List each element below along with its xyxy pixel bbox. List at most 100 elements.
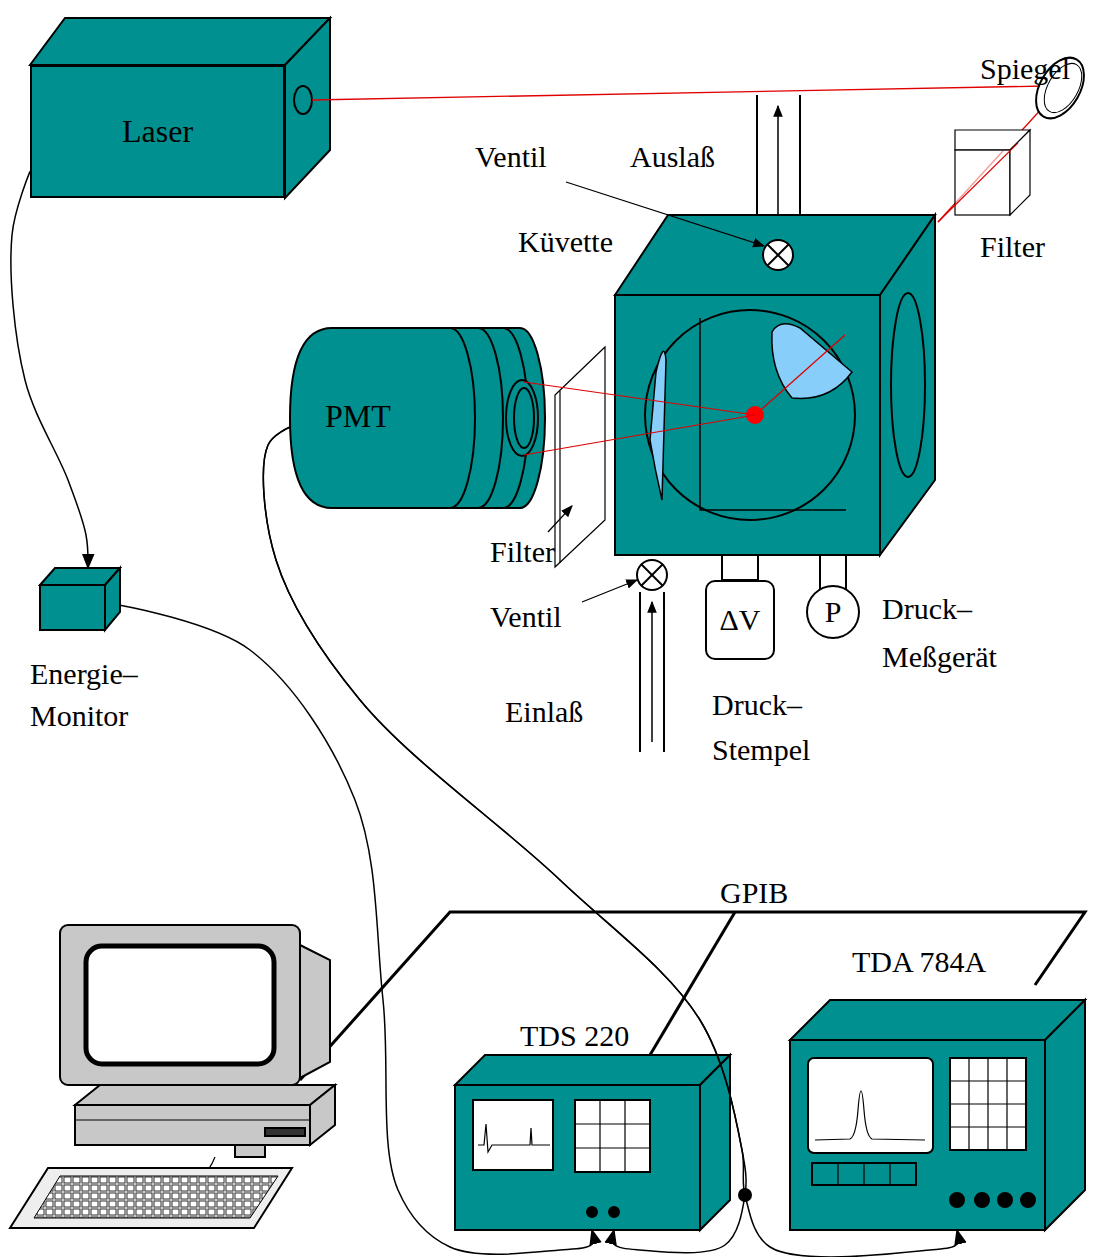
computer (310, 1085, 335, 1145)
oscilloscope (478, 1124, 550, 1152)
laser-box: Laser (30, 65, 285, 198)
photomultiplier (514, 388, 534, 448)
fluorescence-beam (524, 382, 755, 455)
transient-digitizer (815, 1091, 925, 1140)
node-label: TDA 784A (852, 945, 986, 980)
transient-digitizer (998, 1193, 1012, 1207)
signal-cable (263, 427, 958, 1257)
oscilloscope (609, 1207, 619, 1217)
valve (637, 240, 793, 590)
inlet-pipe (663, 592, 665, 752)
laser-housing (294, 86, 312, 114)
filter-cube (1010, 130, 1030, 215)
photomultiplier (290, 328, 545, 508)
transient-digitizer (790, 1000, 1085, 1040)
part-label: Spiegel (980, 52, 1070, 87)
transient-digitizer (790, 1000, 1085, 1230)
cuvette (615, 215, 935, 295)
computer (75, 1120, 310, 1121)
computer (300, 945, 330, 1078)
inlet-pipe (651, 602, 653, 742)
transient-digitizer (950, 1058, 1026, 1150)
transient-digitizer (975, 1193, 989, 1207)
oscilloscope (473, 1100, 553, 1170)
transient-digitizer (950, 1058, 1026, 1150)
piston-mount (845, 555, 847, 592)
transient-digitizer (1021, 1193, 1035, 1207)
node-caption: Druck– Stempel (712, 682, 862, 772)
energy-monitor (40, 585, 105, 630)
transient-digitizer (812, 1163, 916, 1185)
oscilloscope (455, 1085, 700, 1230)
outlet-pipe (777, 106, 779, 228)
piston-box: ΔVDruck– Stempel (705, 580, 775, 660)
valve (641, 564, 663, 586)
laser-housing (30, 18, 330, 65)
valve (763, 240, 793, 270)
laser-beam (312, 86, 1045, 100)
part-label: Küvette (518, 225, 613, 260)
energy-monitor (105, 568, 120, 630)
cuvette (891, 293, 925, 477)
cuvette (772, 324, 852, 399)
computer (10, 925, 335, 1228)
filter-plate (555, 347, 605, 567)
filter-cube (938, 130, 1030, 222)
photomultiplier (478, 328, 503, 508)
leader-line (548, 506, 572, 532)
photomultiplier (450, 328, 475, 508)
photomultiplier (506, 380, 538, 456)
signal-cable (120, 605, 593, 1254)
node-label: TDS 220 (520, 1019, 629, 1054)
transient-digitizer (950, 1193, 964, 1207)
illustration (10, 18, 1094, 1230)
photomultiplier (290, 328, 545, 508)
cuvette (615, 215, 935, 555)
digitizer-box: TDA 784A (790, 1000, 1085, 1230)
node-label: Energie– Monitor (30, 653, 190, 737)
node-label: Laser (122, 113, 193, 150)
valve (767, 244, 789, 266)
laser-housing (285, 18, 330, 198)
oscilloscope (455, 1055, 730, 1230)
inlet-pipe (640, 592, 664, 752)
computer (265, 1128, 305, 1136)
cuvette (650, 351, 666, 500)
computer (235, 1145, 265, 1157)
computer (75, 1105, 310, 1145)
oscilloscope (575, 1100, 650, 1172)
inlet-pipe (639, 592, 641, 752)
part-label: Auslaß (630, 140, 715, 175)
oscilloscope (455, 1055, 730, 1085)
computer (86, 946, 274, 1064)
part-label: Ventil (490, 600, 562, 635)
transient-digitizer (1045, 1000, 1085, 1230)
computer (75, 1085, 335, 1105)
node-label: P (825, 595, 842, 630)
transient-digitizer (790, 1040, 1045, 1230)
cuvette (755, 335, 845, 415)
node-caption: Druck– Meßgerät (882, 585, 1042, 681)
piston-mount (819, 555, 821, 592)
fluorescence-beam (524, 382, 755, 415)
signal-cable (263, 427, 746, 1253)
energy-monitor (40, 568, 120, 630)
part-label: Einlaß (505, 695, 583, 730)
cuvette (645, 310, 855, 520)
laser-housing (30, 18, 330, 198)
valve (637, 560, 667, 590)
valve (767, 244, 789, 266)
transient-digitizer (838, 1163, 890, 1185)
part-label: Filter (980, 230, 1045, 265)
energy-monitor-box: Energie– Monitor (40, 568, 120, 630)
node-label: ΔV (720, 603, 761, 638)
oscilloscope (587, 1207, 597, 1217)
computer (10, 1168, 292, 1228)
pmt-cylinder: PMT (290, 328, 545, 508)
part-label: Ventil (475, 140, 547, 175)
piston-mount (722, 555, 758, 580)
filter-cube (938, 143, 1018, 222)
valve (641, 564, 663, 586)
gauge-circle: PDruck– Meßgerät (806, 585, 860, 639)
laser-beam (938, 94, 1055, 222)
